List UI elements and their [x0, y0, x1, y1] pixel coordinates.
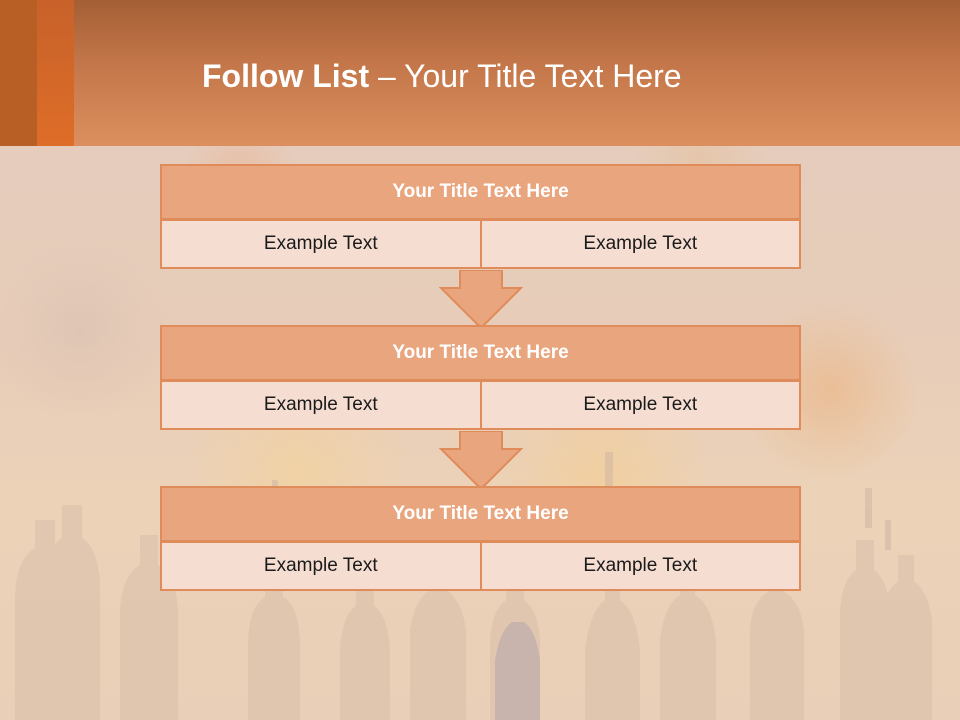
page-title: Follow List – Your Title Text Here: [202, 52, 682, 100]
step-item: Example Text: [160, 380, 482, 430]
step-title: Your Title Text Here: [160, 325, 801, 381]
down-arrow-icon: [438, 431, 524, 491]
flow-step-3: Your Title Text Here Example Text Exampl…: [160, 486, 801, 591]
header-accent-bar-2: [37, 0, 74, 146]
step-item: Example Text: [160, 219, 482, 269]
step-items-row: Example Text Example Text: [160, 380, 801, 430]
step-item: Example Text: [479, 541, 801, 591]
flow-step-1: Your Title Text Here Example Text Exampl…: [160, 164, 801, 269]
step-items-row: Example Text Example Text: [160, 219, 801, 269]
page-title-rest: – Your Title Text Here: [369, 58, 682, 94]
down-arrow-icon: [438, 270, 524, 330]
header-band: Follow List – Your Title Text Here: [0, 0, 960, 146]
step-items-row: Example Text Example Text: [160, 541, 801, 591]
step-item: Example Text: [160, 541, 482, 591]
step-title: Your Title Text Here: [160, 164, 801, 220]
step-item: Example Text: [479, 380, 801, 430]
header-accent-bar: [0, 0, 37, 146]
step-title: Your Title Text Here: [160, 486, 801, 542]
step-item: Example Text: [479, 219, 801, 269]
page-title-strong: Follow List: [202, 58, 370, 94]
flow-step-2: Your Title Text Here Example Text Exampl…: [160, 325, 801, 430]
